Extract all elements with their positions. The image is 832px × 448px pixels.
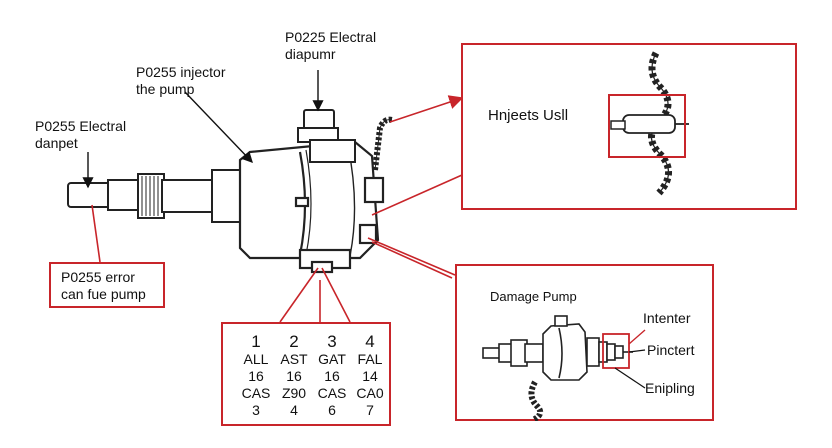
code-table-cell: 7 [366, 402, 374, 418]
code-table-header: 4 [365, 332, 375, 351]
code-table-cell: CAS [317, 385, 347, 401]
inset-bottom-pinctert: Pinctert [647, 342, 695, 358]
error-callout-box: P0255 error can fue pump [49, 262, 165, 308]
inset-bottom-intenter: Intenter [643, 310, 691, 326]
code-table-cell: AST [280, 351, 308, 367]
code-table-cell: 6 [328, 402, 336, 418]
label-left-electrical: P0255 Electral danpet [35, 118, 127, 151]
pump-shaft [67, 169, 243, 223]
code-table-cell: Z90 [281, 385, 307, 401]
code-table-cell: 4 [290, 402, 298, 418]
code-table-header: 1 [251, 332, 261, 351]
pump-body [238, 140, 385, 274]
inset-bottom-illustration [482, 315, 646, 421]
inset-bottom: Damage Pump Intenter Pinctert Enipling [455, 264, 714, 421]
code-table-cell: 16 [248, 368, 264, 384]
code-table-header: 3 [327, 332, 337, 351]
inset-bottom-title: Damage Pump [490, 289, 577, 304]
label-injector-pump: P0255 injector the pump [136, 64, 226, 97]
inset-top-illustration [608, 51, 689, 196]
error-callout-text: P0255 error can fue pump [61, 269, 146, 302]
code-table-cell: 3 [252, 402, 260, 418]
code-table-cell: 16 [324, 368, 340, 384]
code-table-cell: CA0 [356, 385, 384, 401]
code-table-cell: ALL [243, 351, 269, 367]
code-table-cell: CAS [241, 385, 271, 401]
code-table-header: 2 [289, 332, 299, 351]
label-top-electrical: P0225 Electral diapumr [285, 29, 377, 62]
inset-top-title: Hnjeets Usll [488, 107, 569, 124]
code-table-cell: 14 [362, 368, 378, 384]
inset-bottom-enipling: Enipling [645, 380, 695, 396]
code-table-cell: FAL [357, 351, 383, 367]
inset-top: Hnjeets Usll [461, 43, 797, 210]
code-table-cell: GAT [318, 351, 346, 367]
code-table-cell: 16 [286, 368, 302, 384]
top-fitting [297, 109, 356, 163]
